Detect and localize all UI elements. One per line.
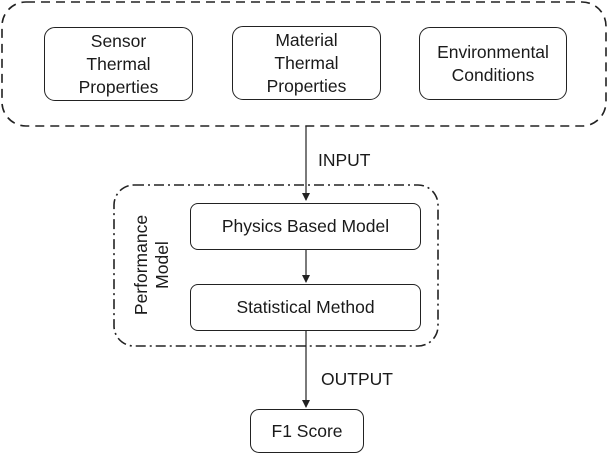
material-thermal-properties-box: Material Thermal Properties	[232, 26, 381, 100]
input-label: INPUT	[318, 150, 371, 170]
performance-model-label: Performance Model	[131, 214, 172, 316]
input-group-border	[1, 1, 607, 127]
f1-score-box: F1 Score	[250, 409, 364, 453]
statistical-method-box: Statistical Method	[190, 284, 421, 331]
sensor-thermal-properties-box: Sensor Thermal Properties	[44, 27, 193, 101]
performance-model-group-border	[113, 184, 439, 347]
physics-based-model-box: Physics Based Model	[190, 203, 421, 250]
environmental-conditions-box: Environmental Conditions	[419, 27, 567, 100]
output-label: OUTPUT	[321, 369, 393, 389]
